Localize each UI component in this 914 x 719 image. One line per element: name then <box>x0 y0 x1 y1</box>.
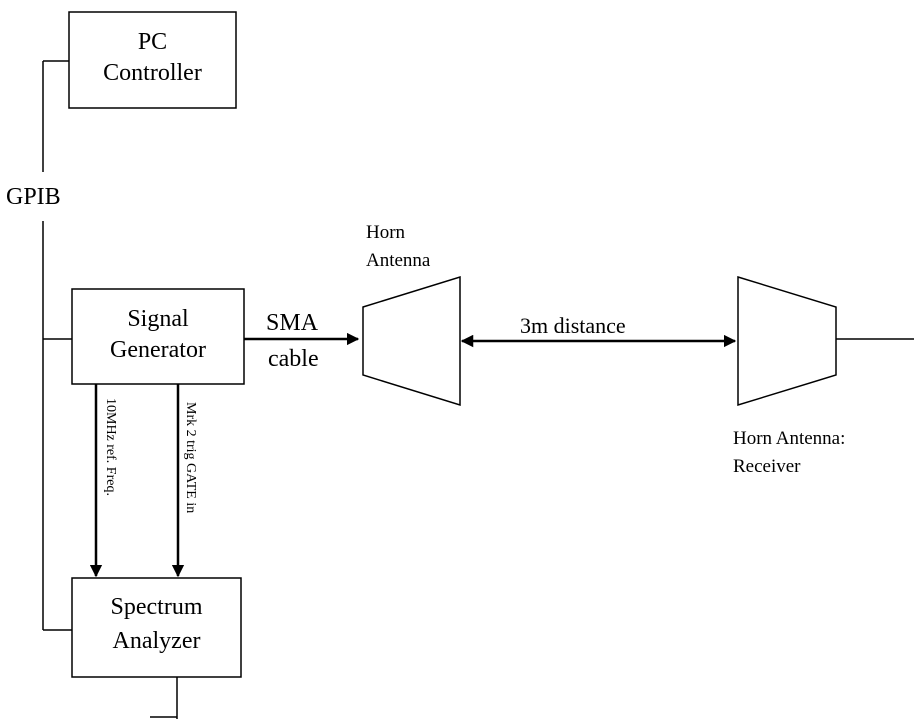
distance-label: 3m distance <box>520 313 626 338</box>
tx-antenna-label-line1: Horn <box>366 222 406 243</box>
pc-controller-label-line1: PC <box>138 29 167 55</box>
rx-horn-antenna <box>737 275 837 407</box>
ref-freq-label: 10MHz ref. Freq. <box>103 398 118 496</box>
tx-antenna-label-line2: Antenna <box>366 250 431 271</box>
pc-controller: PC Controller <box>68 11 237 109</box>
gpib-label: GPIB <box>6 184 61 210</box>
spectrum-analyzer-label-line1: Spectrum <box>111 594 203 620</box>
signal-generator-label-line1: Signal <box>127 306 189 332</box>
signal-generator-label-line2: Generator <box>110 337 206 363</box>
sma-cable-label-line1: SMA <box>266 310 319 336</box>
tx-horn-antenna <box>362 275 461 407</box>
rx-antenna-label-line1: Horn Antenna: <box>733 428 845 449</box>
sma-cable-label-line2: cable <box>268 346 319 372</box>
pc-controller-label-line2: Controller <box>103 60 202 86</box>
gpib-bus <box>42 60 72 631</box>
trigger-label: Mrk 2 trig GATE in <box>183 402 198 513</box>
signal-generator: Signal Generator <box>71 288 245 385</box>
rx-antenna-label-line2: Receiver <box>733 456 801 477</box>
spectrum-analyzer: Spectrum Analyzer <box>71 577 242 678</box>
spectrum-analyzer-label-line2: Analyzer <box>113 628 201 654</box>
